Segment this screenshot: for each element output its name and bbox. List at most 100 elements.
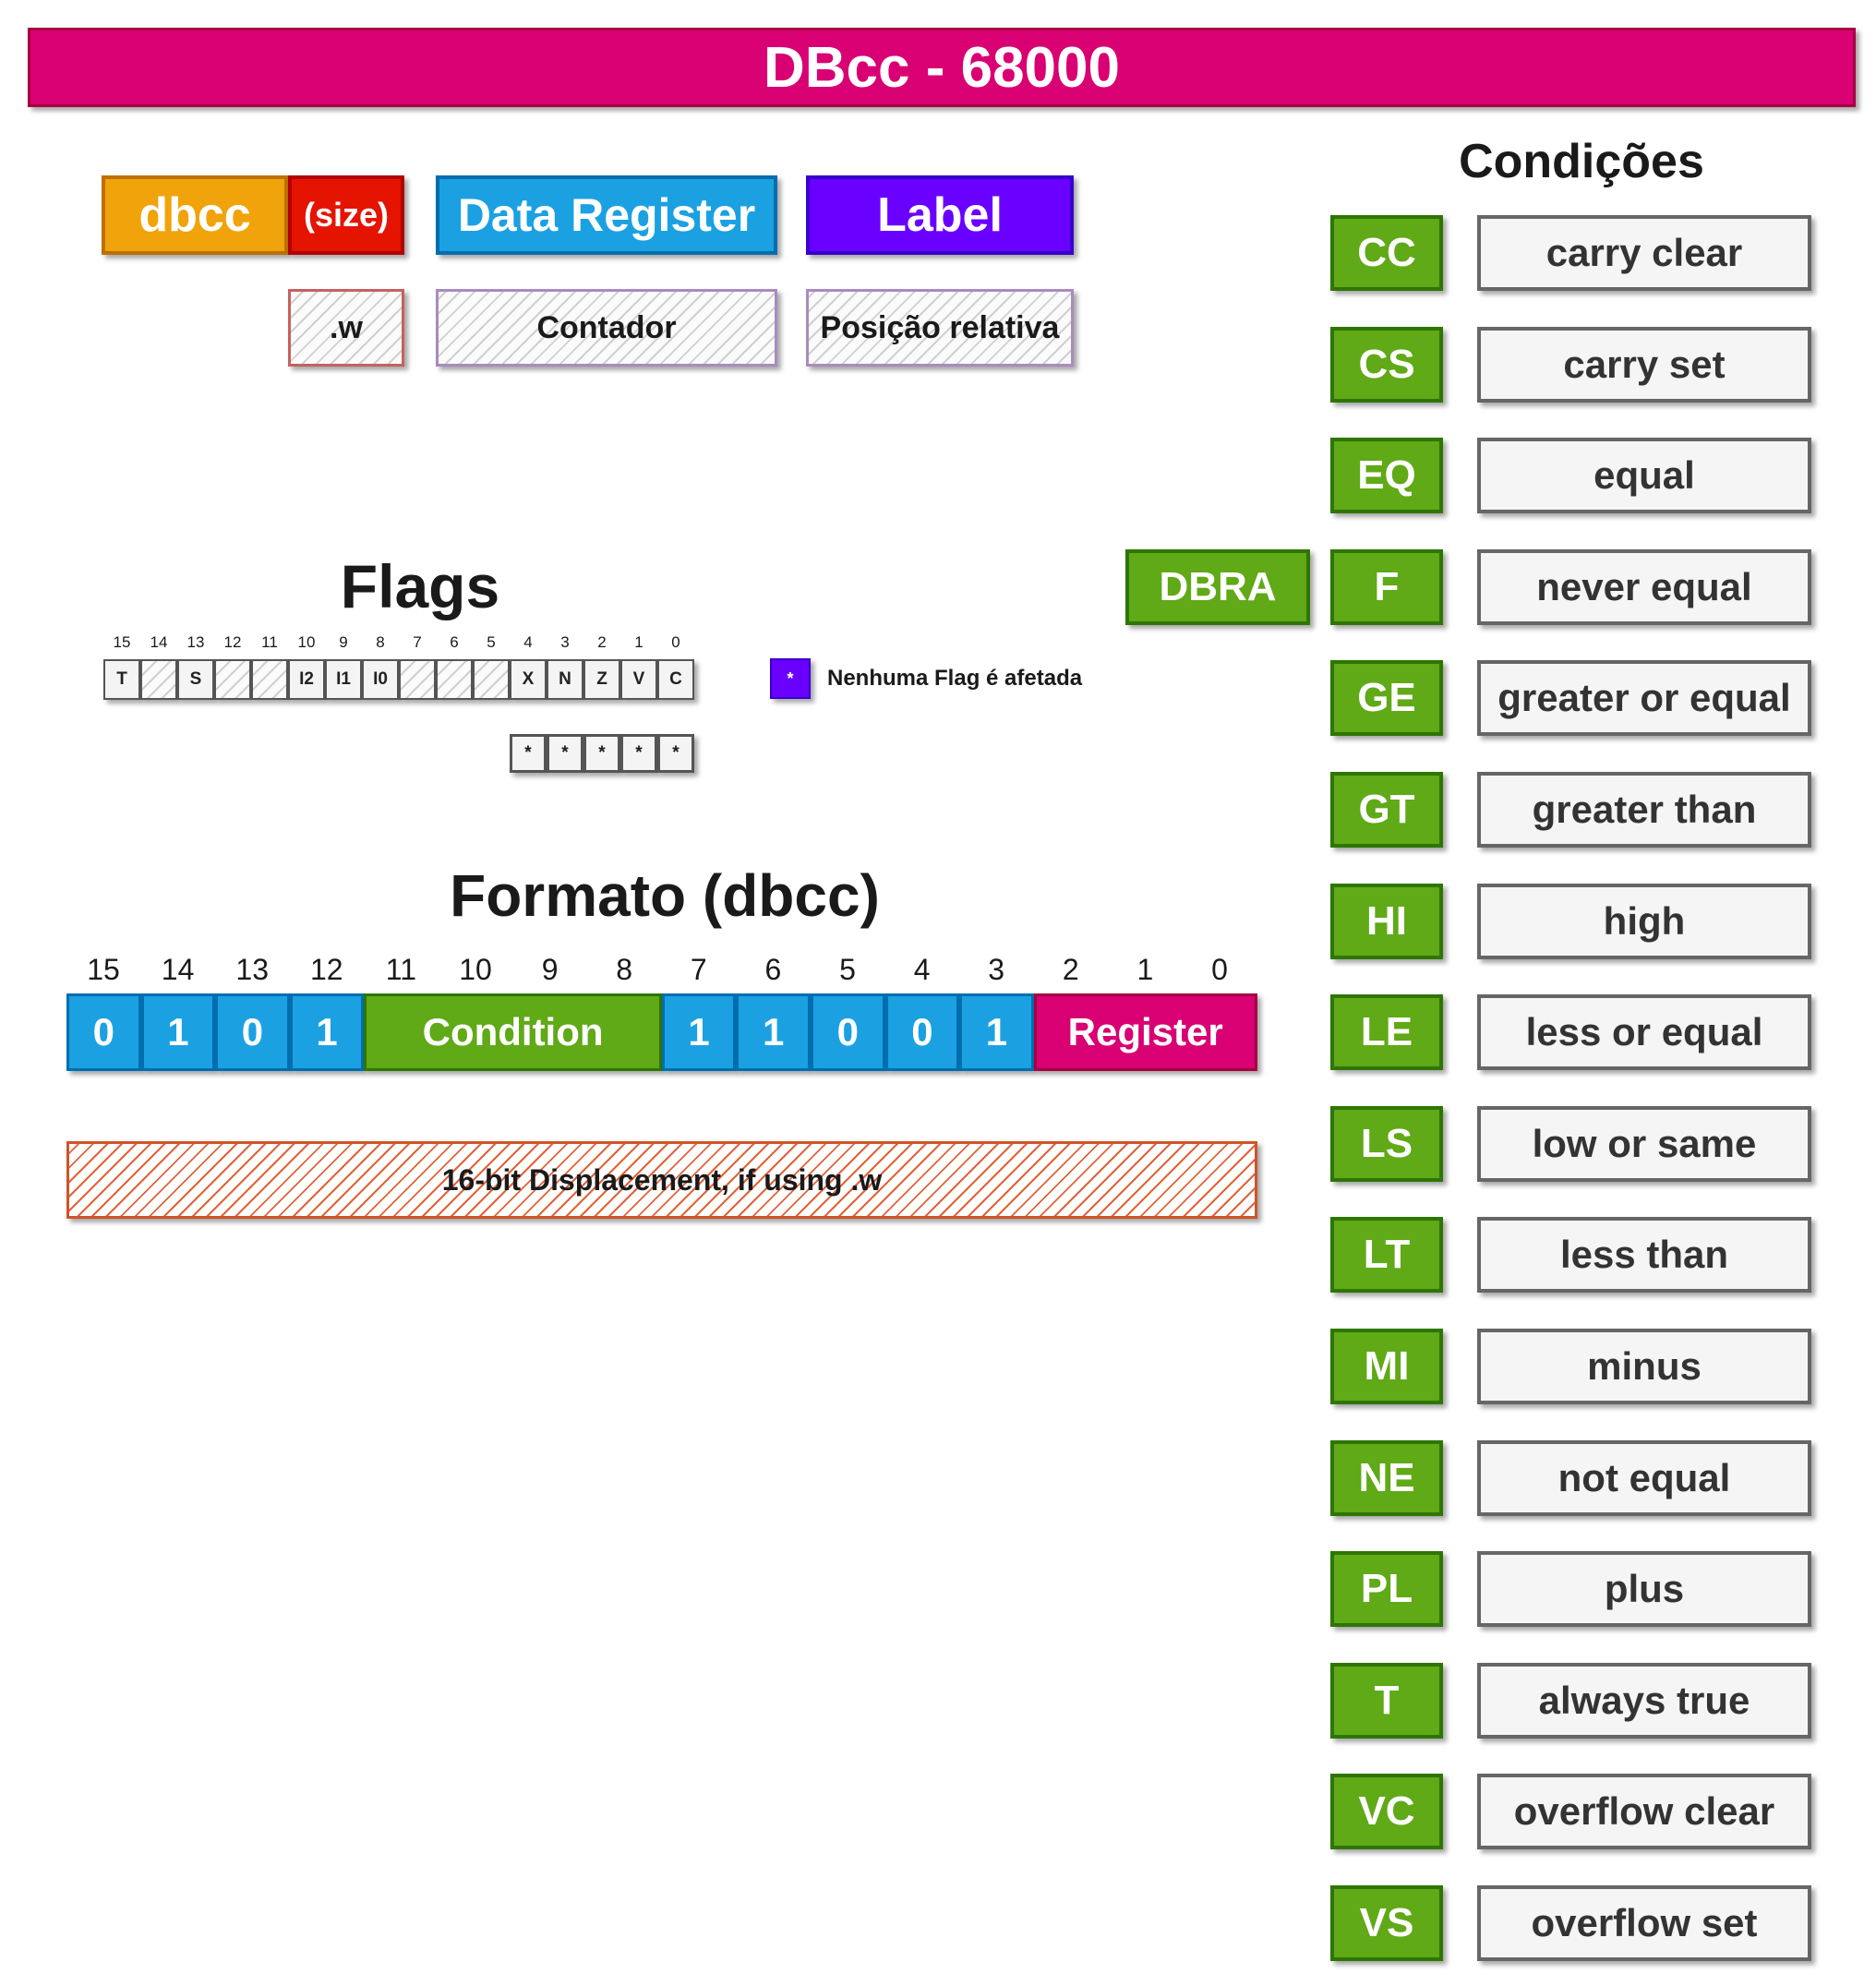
condition-description: overflow clear	[1477, 1774, 1811, 1850]
page-title: DBcc - 68000	[28, 28, 1856, 107]
flag-cell: X	[510, 659, 547, 700]
flag-cell	[473, 659, 510, 700]
flag-cell: I1	[325, 659, 362, 700]
format-field: 0	[215, 993, 290, 1071]
format-bit-number: 8	[616, 952, 633, 986]
condition-description: greater or equal	[1477, 660, 1811, 737]
format-field: 1	[736, 993, 811, 1071]
flag-bit-number: 15	[113, 633, 131, 651]
flag-bit-number: 0	[671, 633, 680, 651]
condition-code: EQ	[1330, 438, 1443, 514]
condition-code: MI	[1330, 1329, 1443, 1404]
flags-title: Flags	[340, 552, 500, 620]
flag-bit-number: 8	[376, 633, 385, 651]
condition-description: minus	[1477, 1329, 1811, 1404]
flag-bit-number: 7	[413, 633, 422, 651]
flag-bit-number: 14	[150, 633, 168, 651]
legend-swatch: *	[770, 658, 811, 699]
flag-bit-number: 6	[450, 633, 459, 651]
condition-code: F	[1330, 548, 1443, 625]
conditions-title: Condições	[1459, 135, 1704, 188]
format-bit-number: 9	[541, 952, 559, 986]
condition-code: HI	[1330, 883, 1443, 959]
displacement-word: 16-bit Displacement, if using .w	[66, 1141, 1257, 1219]
flag-cell	[251, 659, 288, 700]
format-field: 1	[661, 993, 737, 1071]
format-bit-number: 14	[161, 952, 195, 986]
condition-description: low or same	[1477, 1105, 1811, 1182]
condition-description: always true	[1477, 1662, 1811, 1739]
format-bit-number: 10	[459, 952, 492, 986]
format-field: 1	[140, 993, 216, 1071]
legend-text: Nenhuma Flag é afetada	[827, 666, 1083, 691]
condition-code: CC	[1330, 215, 1443, 291]
flag-bit-number: 11	[261, 633, 278, 651]
format-bit-number: 2	[1062, 952, 1079, 986]
format-bit-number: 13	[235, 952, 269, 986]
flag-cell: I0	[362, 659, 399, 700]
format-bit-number: 15	[87, 952, 120, 986]
caption-contador: Contador	[436, 289, 777, 367]
flag-cell: T	[103, 659, 140, 700]
condition-code: GE	[1330, 660, 1443, 737]
syntax-token-mnemonic: dbcc	[102, 175, 288, 255]
syntax-token-size: (size)	[288, 175, 404, 255]
condition-code: T	[1330, 1662, 1443, 1739]
format-bit-number: 3	[988, 952, 1005, 986]
condition-description: equal	[1477, 438, 1811, 514]
condition-description: carry clear	[1477, 215, 1811, 291]
flag-bit-number: 4	[523, 633, 533, 651]
condition-code: NE	[1330, 1439, 1443, 1516]
format-bit-number: 4	[913, 952, 931, 986]
format-bit-number: 6	[764, 952, 782, 986]
flag-bit-number: 1	[634, 633, 643, 651]
condition-description: high	[1477, 883, 1811, 959]
condition-code: LE	[1330, 994, 1443, 1071]
flag-bit-number: 3	[560, 633, 570, 651]
format-bit-number: 5	[839, 952, 856, 986]
format-bit-number: 0	[1211, 952, 1228, 986]
flag-affected-cell: *	[583, 734, 620, 773]
condition-description: not equal	[1477, 1439, 1811, 1516]
format-bit-number: 7	[690, 952, 707, 986]
condition-description: overflow set	[1477, 1885, 1811, 1961]
flag-affected-cell: *	[620, 734, 657, 773]
format-field: 1	[959, 993, 1034, 1071]
flag-cell	[140, 659, 177, 700]
flag-cell: V	[620, 659, 657, 700]
syntax-token-data-register: Data Register	[436, 175, 777, 255]
flag-cell	[214, 659, 251, 700]
flag-cell: I2	[288, 659, 325, 700]
condition-code: LT	[1330, 1217, 1443, 1294]
flag-bit-number: 13	[186, 633, 205, 651]
flag-cell: C	[657, 659, 694, 700]
format-field: Register	[1033, 993, 1257, 1071]
condition-code: VS	[1330, 1885, 1443, 1961]
condition-description: less or equal	[1477, 994, 1811, 1071]
condition-description: less than	[1477, 1217, 1811, 1294]
flag-bit-number: 2	[597, 633, 607, 651]
condition-description: plus	[1477, 1551, 1811, 1628]
flag-affected-cell: *	[510, 734, 547, 773]
format-field: 0	[811, 993, 885, 1071]
condition-code: GT	[1330, 772, 1443, 848]
caption-size-w: .w	[288, 289, 404, 367]
flag-affected-cell: *	[657, 734, 694, 773]
format-field: Condition	[364, 993, 662, 1071]
flag-cell: S	[177, 659, 214, 700]
flag-bit-number: 9	[339, 633, 348, 651]
format-bit-number: 1	[1136, 952, 1154, 986]
flag-cell: Z	[583, 659, 620, 700]
condition-description: never equal	[1477, 548, 1811, 625]
flag-bit-number: 5	[487, 633, 496, 651]
caption-posicao-relativa: Posição relativa	[806, 289, 1074, 367]
condition-code: LS	[1330, 1105, 1443, 1182]
format-title: Formato (dbcc)	[450, 862, 880, 929]
condition-code: VC	[1330, 1774, 1443, 1850]
flag-bit-number: 12	[223, 633, 242, 651]
flag-cell	[436, 659, 473, 700]
condition-description: greater than	[1477, 772, 1811, 848]
dbra-alias: DBRA	[1125, 549, 1310, 625]
condition-code: PL	[1330, 1551, 1443, 1628]
format-field: 0	[884, 993, 960, 1071]
